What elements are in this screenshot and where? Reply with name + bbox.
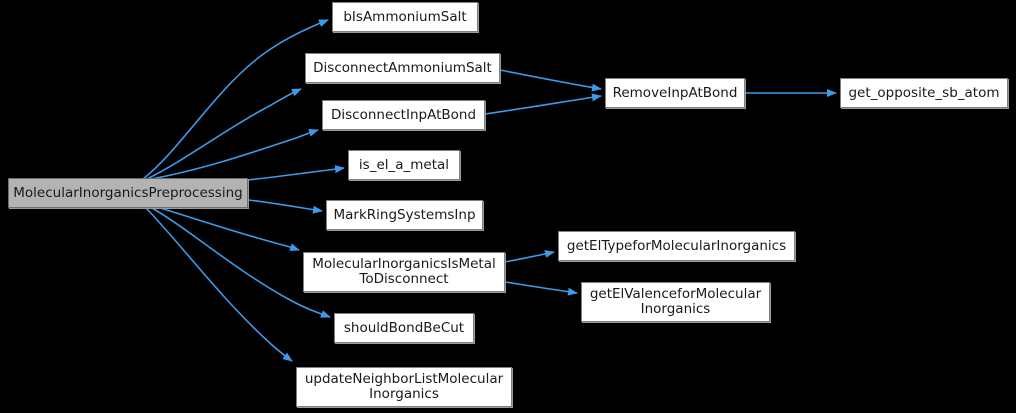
graph-node-getElType[interactable]: getElTypeforMolecularInorganics — [558, 231, 795, 261]
edge-root-to-disconnectAS — [146, 88, 302, 180]
edge-root-to-isElAMetal — [247, 165, 345, 181]
edge-isMetalToDisc-to-getElType — [504, 250, 555, 263]
edge-disconnectIAB-to-removeInpAtBond — [484, 93, 602, 115]
edge-isMetalToDisc-to-getElValence — [504, 281, 578, 296]
graph-node-markRing[interactable]: MarkRingSystemsInp — [326, 200, 483, 230]
graph-node-disconnectIAB[interactable]: DisconnectInpAtBond — [322, 100, 485, 130]
graph-node-getElValence[interactable]: getElValenceforMolecular Inorganics — [581, 282, 770, 322]
graph-node-isElAMetal[interactable]: is_el_a_metal — [348, 150, 460, 180]
graph-node-getOpposite[interactable]: get_opposite_sb_atom — [840, 78, 1008, 108]
graph-node-shouldBondBeCut[interactable]: shouldBondBeCut — [334, 313, 474, 343]
graph-node-removeInpAtBond[interactable]: RemoveInpAtBond — [605, 78, 745, 108]
edge-root-to-updateNeighbor — [145, 207, 293, 362]
graph-node-root[interactable]: MolecularInorganicsPreprocessing — [8, 178, 248, 208]
edge-root-to-markRing — [247, 199, 323, 214]
edge-root-to-isMetalToDisc — [159, 207, 300, 251]
graph-node-updateNeighbor[interactable]: updateNeighborListMolecular Inorganics — [296, 367, 512, 407]
graph-node-disconnectAS[interactable]: DisconnectAmmoniumSalt — [305, 53, 500, 83]
edge-disconnectAS-to-removeInpAtBond — [499, 69, 602, 92]
graph-node-bIsAmmoniumSalt[interactable]: bIsAmmoniumSalt — [332, 2, 478, 32]
edge-root-to-disconnectIAB — [150, 128, 319, 180]
graph-node-isMetalToDisc[interactable]: MolecularInorganicsIsMetal ToDisconnect — [303, 252, 505, 292]
edge-root-to-bIsAmmoniumSalt — [142, 19, 329, 180]
